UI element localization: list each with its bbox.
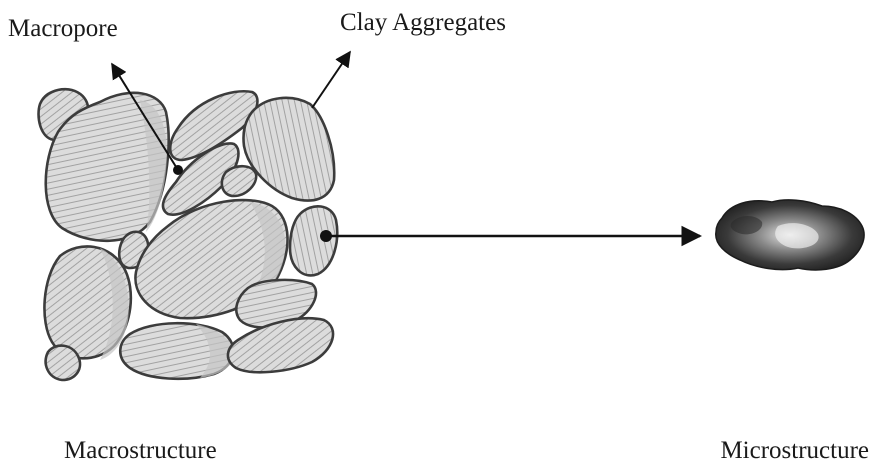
clay-aggregate (44, 91, 170, 243)
clay-aggregate (288, 205, 339, 277)
macrostructure-aggregates (37, 87, 339, 382)
clay-aggregates-label: Clay Aggregates (340, 9, 506, 36)
aggregate-shade (100, 248, 129, 360)
clay-aggregate (242, 96, 336, 202)
clay-aggregate (44, 344, 82, 382)
aggregate-shade (196, 324, 234, 378)
clay-aggregate (226, 316, 335, 374)
macropore-label: Macropore (8, 15, 118, 42)
microstructure-label: Microstructure (720, 437, 869, 464)
aggregate-shade (140, 100, 167, 232)
clay-aggregates-pointer (311, 50, 351, 109)
clay-aggregate (220, 164, 258, 198)
aggregate-shade (246, 202, 286, 306)
microstructure-arrow (320, 225, 703, 247)
macrostructure-label: Macrostructure (64, 437, 217, 464)
clay-aggregate (168, 89, 259, 162)
microstructure-image (715, 199, 865, 271)
macropore-pointer (111, 62, 183, 175)
